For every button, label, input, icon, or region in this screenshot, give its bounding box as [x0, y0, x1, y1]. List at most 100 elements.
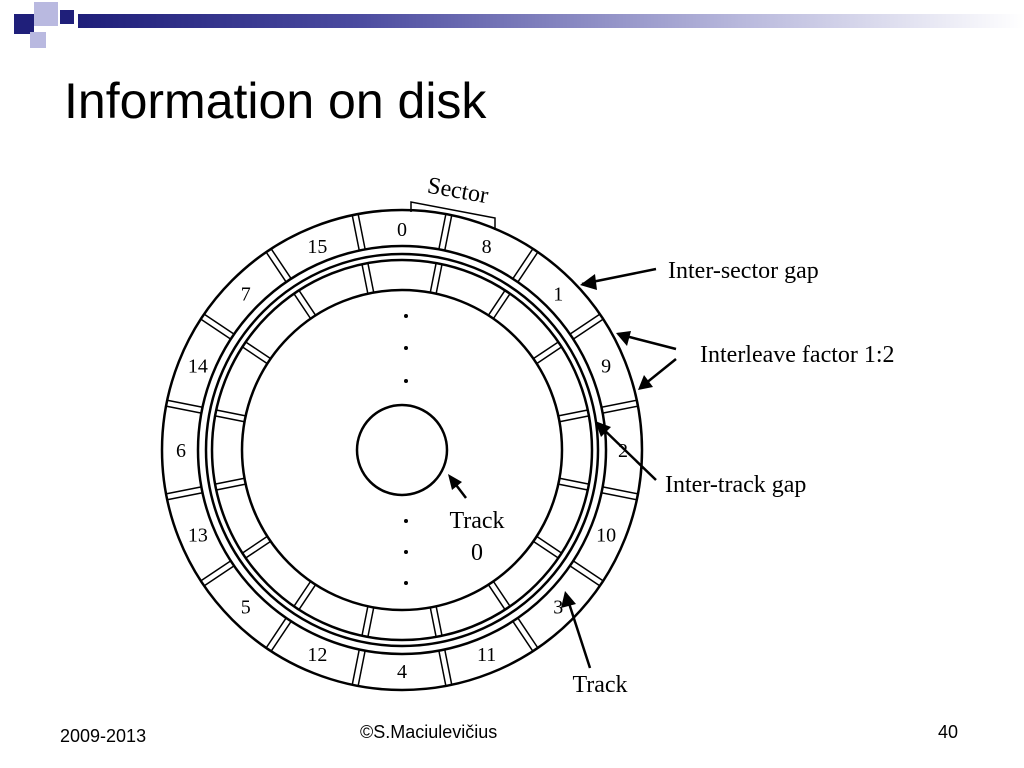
- inner-sector-gap-6-b: [532, 540, 559, 559]
- inner-sector-gap-2-a: [487, 289, 506, 316]
- inner-sector-gap-15-a: [293, 293, 312, 320]
- inner-sector-gap-14-a: [241, 346, 268, 365]
- outer-sector-gap-1-b: [444, 215, 453, 251]
- spindle-hole: [355, 403, 449, 497]
- outer-sector-gap-9-b: [351, 649, 360, 685]
- outer-sector-gap-8-b: [438, 650, 447, 687]
- inner-sector-gap-2-b: [492, 293, 511, 320]
- outer-sector-gap-4-b: [602, 405, 639, 414]
- corner-square-dark-2: [60, 10, 74, 24]
- sector-number-10: 10: [596, 525, 616, 547]
- outer-sector-gap-11-a: [203, 565, 235, 587]
- track-label: Track: [572, 672, 627, 698]
- outer-sector-gap-14-b: [203, 313, 235, 335]
- outer-sector-gap-13-b: [167, 399, 203, 408]
- outer-sector-gap-7-b: [512, 620, 534, 652]
- outer-sector-gap-15-a: [265, 251, 287, 283]
- corner-square-light-2: [30, 32, 46, 48]
- inner-sector-gap-15-b: [298, 289, 317, 316]
- outer-sector-gap-9-a: [357, 650, 366, 687]
- sector-number-7: 7: [241, 284, 251, 306]
- inner-sector-gap-11-a: [245, 540, 272, 559]
- inner-sector-gap-4-a: [558, 409, 588, 417]
- outer-sector-gap-14-a: [200, 318, 232, 340]
- outer-sector-gap-1-a: [438, 213, 447, 250]
- track-arrowhead: [561, 591, 576, 608]
- sector-number-12: 12: [307, 644, 327, 666]
- inter-track-gap-arrow: [596, 422, 657, 481]
- sector-number-13: 13: [188, 525, 208, 547]
- inner-sector-gap-8-b: [429, 607, 437, 638]
- outer-sector-gap-0-b: [357, 213, 366, 250]
- outer-sector-gap-3-b: [572, 318, 604, 340]
- inner-sector-gap-4-b: [559, 415, 590, 423]
- slide-number: 40: [938, 722, 959, 742]
- inner-track-outer-edge: [210, 258, 594, 642]
- sector-number-5: 5: [241, 596, 251, 618]
- outer-track-inner-edge: [196, 244, 608, 656]
- outer-sector-gap-10-a: [270, 620, 292, 652]
- footer-years: 2009-2013: [60, 726, 147, 746]
- inner-sector-gap-8-a: [435, 606, 443, 636]
- inner-track-inner-edge: [240, 288, 564, 612]
- sector-number-2: 2: [618, 440, 628, 462]
- inner-sector-gap-0-b: [367, 262, 375, 293]
- inner-sector-gap-13-b: [216, 409, 246, 417]
- inner-sector-gap-1-b: [435, 264, 443, 294]
- outer-sector-gap-0-a: [351, 215, 360, 251]
- inner-sector-gap-9-b: [361, 606, 369, 636]
- outer-sector-gap-8-a: [444, 649, 453, 685]
- corner-square-light-1: [34, 2, 58, 26]
- outer-sector-gap-11-b: [200, 560, 232, 582]
- interleave-arrowhead-lower: [638, 375, 653, 390]
- inter-sector-gap-arrowhead: [580, 274, 597, 290]
- track-zero-arrowhead: [448, 474, 462, 490]
- corner-square-dark-1: [14, 14, 34, 34]
- outer-sector-gap-4-a: [601, 399, 637, 408]
- outer-sector-gap-6-b: [569, 565, 601, 587]
- outer-sector-gap-10-b: [265, 617, 287, 649]
- outer-track-outer-edge: [160, 208, 644, 692]
- inner-sector-gap-12-a: [216, 483, 246, 491]
- inner-sector-gap-3-a: [532, 341, 559, 360]
- sector-number-15: 15: [307, 236, 327, 258]
- sector-number-9: 9: [601, 355, 611, 377]
- interleave-arrowhead-upper: [616, 331, 631, 346]
- sector-number-4: 4: [397, 661, 407, 683]
- outer-sector-gap-15-b: [270, 248, 292, 280]
- sector-bracket: [410, 201, 496, 230]
- inner-sector-gap-9-a: [367, 607, 375, 638]
- inner-sector-gap-7-b: [487, 584, 506, 611]
- sector-number-6: 6: [176, 440, 186, 462]
- inner-sector-gap-3-b: [536, 346, 563, 365]
- outer-sector-gap-2-a: [512, 248, 534, 280]
- sector-number-11: 11: [477, 644, 496, 666]
- track-arrow: [564, 593, 592, 669]
- track-zero-label: Track: [449, 508, 504, 534]
- outer-sector-gap-12-b: [165, 486, 202, 495]
- inner-sector-gap-5-b: [558, 483, 588, 491]
- inner-sector-gap-1-a: [429, 262, 437, 293]
- outer-sector-gap-13-a: [165, 405, 202, 414]
- inner-sector-gap-14-b: [245, 341, 272, 360]
- outer-sector-gap-3-a: [569, 313, 601, 335]
- inter-sector-gap-label: Inter-sector gap: [668, 258, 819, 284]
- inner-sector-gap-13-a: [214, 415, 245, 423]
- inter-track-ring-outer: [204, 252, 600, 648]
- slide-title: Information on disk: [64, 73, 487, 129]
- inner-sector-gap-11-b: [241, 535, 268, 554]
- outer-sector-gap-2-b: [517, 251, 539, 283]
- outer-sector-gap-12-a: [167, 492, 203, 501]
- outer-sector-gap-7-a: [517, 617, 539, 649]
- footer-copyright: ©S.Maciulevičius: [360, 722, 498, 742]
- outer-sector-gap-5-a: [602, 486, 639, 495]
- top-gradient-bar: [78, 14, 1024, 28]
- sector-label: Sector: [425, 173, 490, 209]
- inner-sector-gap-10-b: [293, 580, 312, 607]
- track-dots: [404, 314, 408, 585]
- outer-sector-gap-6-a: [572, 560, 604, 582]
- sector-number-14: 14: [188, 355, 208, 377]
- inter-track-gap-label: Inter-track gap: [665, 472, 806, 498]
- inner-sector-gap-7-a: [492, 580, 511, 607]
